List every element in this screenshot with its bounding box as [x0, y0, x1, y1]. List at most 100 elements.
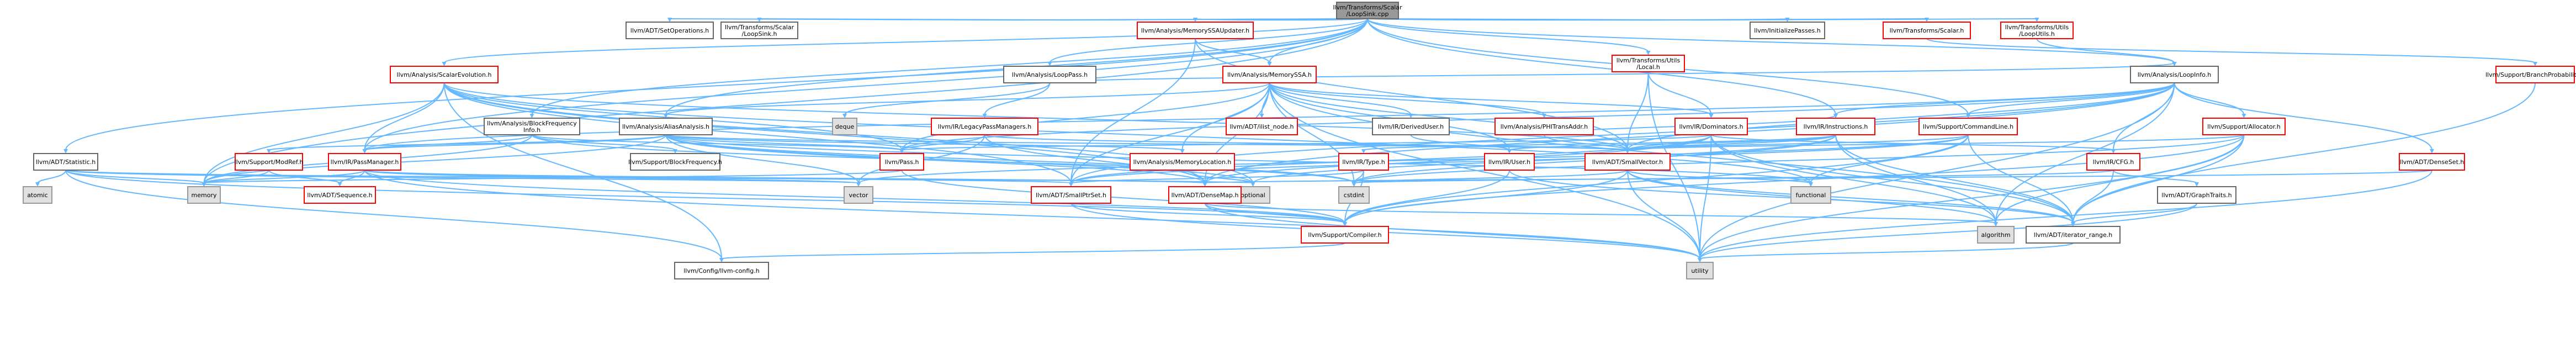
node-label-cstdint-0: cstdint: [1344, 192, 1365, 199]
edge-loop_passes-to-legacypm: [984, 82, 1051, 115]
node-tu_local[interactable]: llvm/Transforms/Utils/Local.h: [1612, 55, 1685, 72]
node-iruser[interactable]: llvm/IR/User.h: [1484, 153, 1535, 171]
node-scalar_evo[interactable]: llvm/Analysis/ScalarEvolution.h: [390, 66, 499, 83]
node-ts_scalar[interactable]: llvm/Transforms/Scalar.h: [1883, 22, 1971, 39]
node-ilist_node[interactable]: llvm/ADT/ilist_node.h: [1226, 118, 1298, 135]
node-label-bfi-1: Info.h: [523, 126, 540, 134]
node-mssa_updater[interactable]: llvm/Analysis/MemorySSAUpdater.h: [1137, 22, 1254, 39]
edge-commandline-to-smallvector: [1627, 134, 1969, 151]
node-deque: deque: [832, 118, 857, 135]
edge-arrowhead-root-to-statistic: [63, 149, 68, 154]
node-iterator_range[interactable]: llvm/ADT/iterator_range.h: [2026, 226, 2121, 244]
node-loopinfo[interactable]: llvm/Analysis/LoopInfo.h: [2130, 66, 2219, 83]
node-box-statistic: [33, 153, 98, 171]
node-compiler[interactable]: llvm/Support/Compiler.h: [1301, 226, 1389, 244]
edge-instructions-to-iruser: [1509, 134, 1836, 151]
node-sequence[interactable]: llvm/ADT/Sequence.h: [304, 186, 376, 204]
node-box-aliasanalysis: [619, 118, 713, 135]
node-box-smallvector: [1584, 153, 1671, 171]
edge-memssa-to-pass: [901, 82, 1270, 151]
node-dominators[interactable]: llvm/IR/Dominators.h: [1674, 118, 1748, 135]
node-densetset[interactable]: llvm/ADT/DenseSet.h: [2399, 153, 2465, 171]
edge-tu_looputils-to-loopinfo: [2036, 38, 2175, 64]
edge-aliasanalysis-to-pass: [665, 134, 903, 151]
node-commandline[interactable]: llvm/Support/CommandLine.h: [1918, 118, 2018, 135]
node-label-tu_local-0: llvm/Transforms/Utils: [1616, 57, 1681, 64]
node-instructions[interactable]: llvm/IR/Instructions.h: [1796, 118, 1875, 135]
node-label-ts_scalar-0: llvm/Transforms/Scalar.h: [1890, 27, 1964, 34]
edge-scalar_evo-to-memory: [203, 82, 445, 184]
node-allocator[interactable]: llvm/Support/Allocator.h: [2202, 118, 2286, 135]
node-label-legacypm-0: llvm/IR/LegacyPassManagers.h: [938, 123, 1031, 130]
node-label-iterator_range-0: llvm/ADT/iterator_range.h: [2034, 231, 2112, 239]
node-phitrans[interactable]: llvm/Analysis/PHITransAddr.h: [1494, 118, 1594, 135]
node-pass[interactable]: llvm/Pass.h: [879, 153, 924, 171]
node-branchprob[interactable]: llvm/Support/BranchProbability.h: [2485, 66, 2576, 83]
node-root[interactable]: llvm/Transforms/Scalar/LoopSink.cpp: [1333, 2, 1402, 19]
node-llvm_config[interactable]: llvm/Config/llvm-config.h: [674, 262, 769, 279]
edge-aliasanalysis-to-vector: [665, 134, 859, 184]
node-label-memory-0: memory: [192, 192, 217, 199]
edge-arrowhead-root-to-tu_local: [1646, 51, 1651, 55]
edge-modref-to-sequence: [268, 170, 341, 184]
node-smallvector[interactable]: llvm/ADT/SmallVector.h: [1584, 153, 1671, 171]
node-legacypm[interactable]: llvm/IR/LegacyPassManagers.h: [931, 118, 1038, 135]
edge-allocator-to-iterator_range: [2073, 134, 2245, 224]
node-box-pass: [879, 153, 924, 171]
edge-smallvector-to-iterator_range: [1627, 170, 2074, 224]
node-loop_passes[interactable]: llvm/Analysis/LoopPass.h: [1003, 66, 1096, 83]
edge-instructions-to-irtype: [1363, 134, 1836, 151]
edge-dominators-to-pass: [901, 134, 1712, 151]
node-smallptrset[interactable]: llvm/ADT/SmallPtrSet.h: [1031, 186, 1111, 204]
edge-branchprob-to-iterator_range: [2073, 82, 2536, 224]
node-ircfg[interactable]: llvm/IR/CFG.h: [2086, 153, 2140, 171]
node-label-memlocation-0: llvm/Analysis/MemoryLocation.h: [1133, 159, 1232, 166]
node-box-deriveduser: [1372, 118, 1450, 135]
node-tu_looputils[interactable]: llvm/Transforms/Utils/LoopUtils.h: [2000, 22, 2074, 39]
node-box-graphtraits: [2157, 186, 2236, 204]
node-memory: memory: [187, 186, 221, 204]
node-irtype[interactable]: llvm/IR/Type.h: [1338, 153, 1389, 171]
node-graphtraits[interactable]: llvm/ADT/GraphTraits.h: [2157, 186, 2236, 204]
edge-root-to-tu_local: [1367, 18, 1649, 52]
edge-mssa_updater-to-memssa: [1195, 38, 1270, 64]
node-deriveduser[interactable]: llvm/IR/DerivedUser.h: [1372, 118, 1450, 135]
node-box-irtype: [1338, 153, 1389, 171]
node-label-loopinfo-0: llvm/Analysis/LoopInfo.h: [2138, 71, 2212, 78]
edge-root-to-scalar_evo: [443, 18, 1368, 64]
node-setops[interactable]: llvm/ADT/SetOperations.h: [626, 22, 714, 39]
node-statistic[interactable]: llvm/ADT/Statistic.h: [33, 153, 98, 171]
node-box-compiler: [1301, 226, 1389, 244]
node-memlocation[interactable]: llvm/Analysis/MemoryLocation.h: [1130, 153, 1235, 171]
node-label-ts_loopsink-0: llvm/Transforms/Scalar: [725, 24, 794, 31]
node-aliasanalysis[interactable]: llvm/Analysis/AliasAnalysis.h: [619, 118, 713, 135]
edge-passmanager-to-utility: [364, 170, 1700, 260]
node-box-branchprob: [2495, 66, 2575, 83]
node-passmanager[interactable]: llvm/IR/PassManager.h: [328, 153, 401, 171]
edge-arrowhead-densetset-to-densemap: [1202, 182, 1207, 187]
node-label-setops-0: llvm/ADT/SetOperations.h: [630, 27, 709, 34]
edge-arrowhead-pass-to-memory: [202, 182, 206, 187]
edge-passmanager-to-vector: [364, 170, 859, 184]
edge-arrowhead-aliasanalysis-to-modref: [267, 149, 271, 154]
node-box-bfi: [484, 118, 580, 135]
node-memssa[interactable]: llvm/Analysis/MemorySSA.h: [1222, 66, 1317, 83]
node-ts_loopsink[interactable]: llvm/Transforms/Scalar/LoopSink.h: [720, 22, 798, 39]
node-initpasses[interactable]: llvm/InitializePasses.h: [1750, 22, 1825, 39]
edge-smallvector-to-utility: [1627, 170, 1700, 260]
edge-smallvector-to-compiler: [1344, 170, 1628, 224]
edge-loopinfo-to-smallvector: [1627, 82, 2175, 151]
node-box-legacypm: [931, 118, 1038, 135]
node-label-atomic-0: atomic: [27, 192, 48, 199]
edge-instructions-to-iterator_range: [1835, 134, 2074, 224]
node-functional: functional: [1790, 186, 1831, 204]
edge-arrowhead-tu_local-to-dominators: [1709, 114, 1714, 118]
node-blockfreq[interactable]: llvm/Support/BlockFrequency.h: [628, 153, 722, 171]
node-densemap[interactable]: llvm/ADT/DenseMap.h: [1168, 186, 1242, 204]
node-modref[interactable]: llvm/Support/ModRef.h: [235, 153, 304, 171]
edge-irtype-to-cstdint: [1353, 170, 1364, 184]
node-utility: utility: [1686, 262, 1714, 279]
node-label-loop_passes-0: llvm/Analysis/LoopPass.h: [1012, 71, 1088, 78]
